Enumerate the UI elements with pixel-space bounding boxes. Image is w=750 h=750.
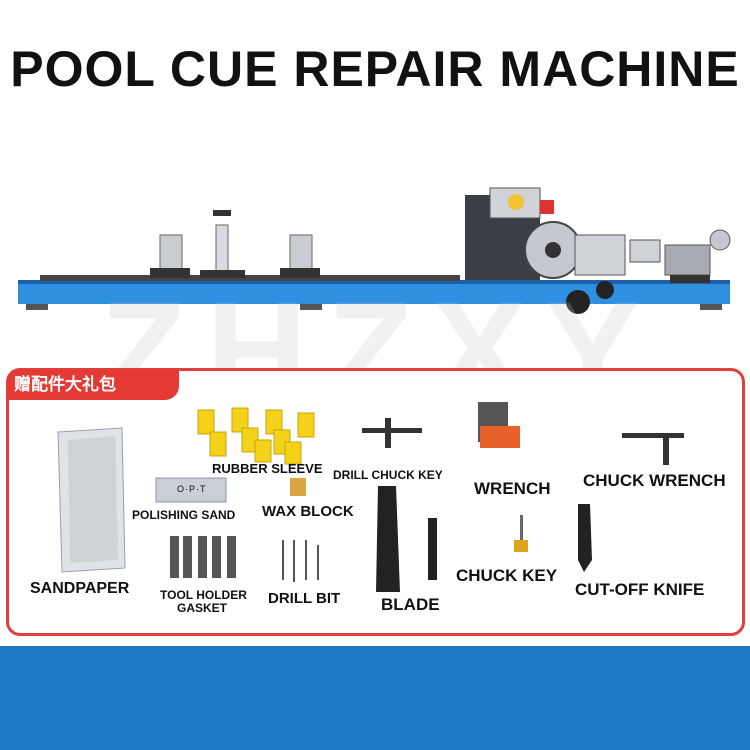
polishing-sand-image [155,477,227,503]
tool-holder-gasket-image [170,536,236,578]
rubber-sleeve-image [197,407,315,465]
drill-bit-image [282,540,319,582]
drill-bit-label: DRILL BIT [268,590,341,607]
chuck-wrench-label: CHUCK WRENCH [583,471,726,490]
wrench-label: WRENCH [474,479,551,498]
footer-bar [0,646,750,750]
tool-holder-gasket-label-2: GASKET [177,601,228,615]
sandpaper-label: SANDPAPER [30,580,130,597]
page-title: POOL CUE REPAIR MACHINE [10,41,740,97]
drill-chuck-key-label: DRILL CHUCK KEY [333,468,443,482]
polishing-sand-box-text: O·P·T [177,484,207,494]
chuck-wrench-image [622,433,684,465]
cut-off-knife-image [578,504,592,572]
blade-image [376,486,400,592]
polishing-sand-label: POLISHING SAND [132,508,236,522]
blade-label: BLADE [381,595,440,614]
gift-tag: 赠配件大礼包 [8,370,179,400]
accessories-panel [6,368,745,636]
wax-block-image [290,478,306,496]
cut-off-knife-label: CUT-OFF KNIFE [575,580,705,599]
carriage [574,234,626,276]
tool-holder-gasket-label-1: TOOL HOLDER [160,588,247,602]
drill-chuck-key-image [362,418,422,448]
rubber-sleeve-label: RUBBER SLEEVE [212,461,323,476]
chuck-key-image [514,515,528,552]
lathe-bed [18,282,730,304]
lathe-machine-image [0,180,750,340]
wrench-image [478,402,520,448]
handwheel [566,290,590,314]
wax-block-label: WAX BLOCK [262,503,354,520]
chuck-key-label: CHUCK KEY [456,566,558,585]
